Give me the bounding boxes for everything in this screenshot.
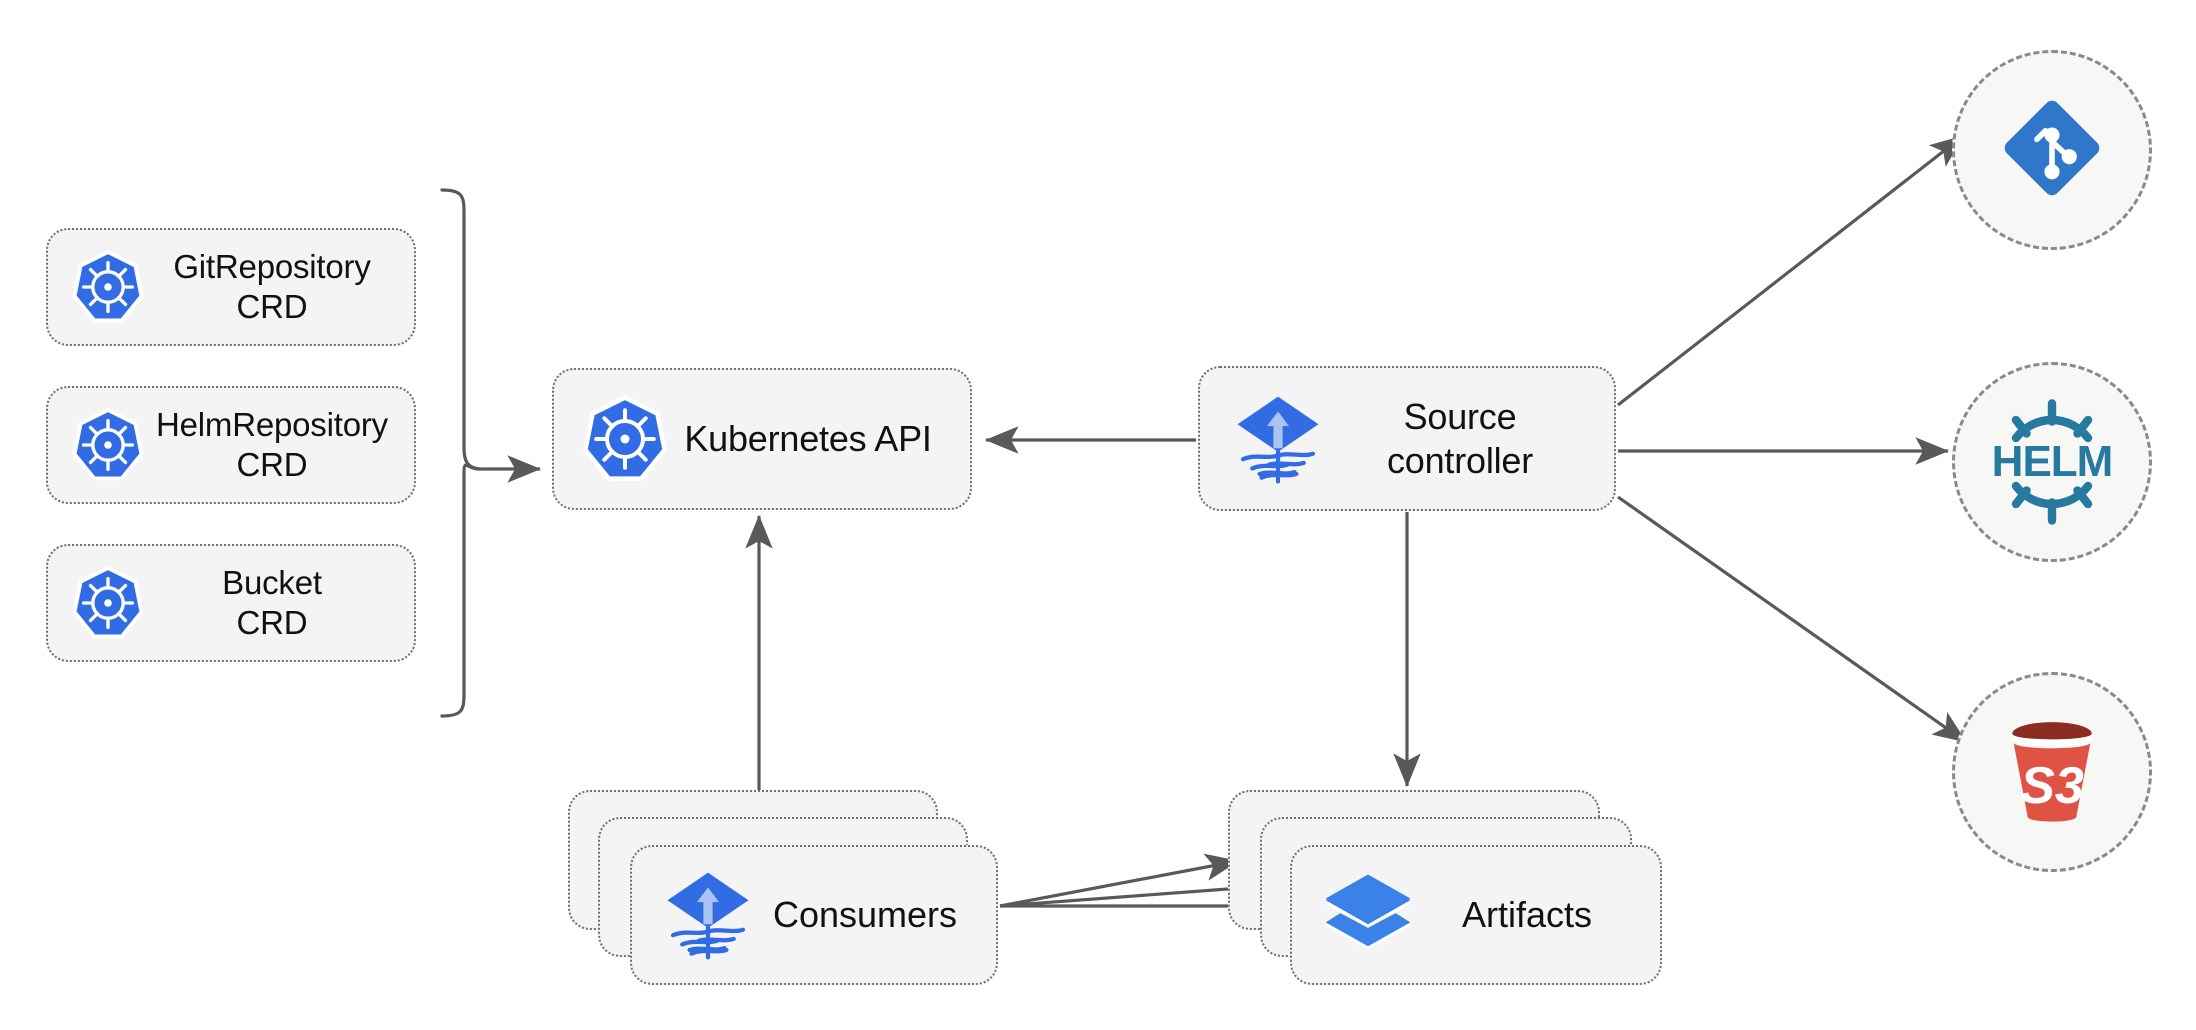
node-label: Source controller	[1386, 395, 1534, 481]
kubernetes-icon	[70, 407, 146, 483]
s3-wordmark: S3	[2020, 757, 2084, 815]
kubernetes-icon	[70, 249, 146, 325]
crd-card-label: GitRepository CRD	[173, 247, 371, 325]
node-source-controller[interactable]: Source controller	[1198, 366, 1616, 511]
crd-card-gitrepository[interactable]: GitRepository CRD	[46, 228, 416, 346]
node-consumers[interactable]: Consumers	[568, 790, 998, 985]
helm-wordmark: HELM	[1991, 437, 2114, 486]
edge-source-to-s3	[1617, 495, 1967, 744]
edge-consumers-to-artifacts-1	[999, 853, 1239, 908]
flux-icon	[662, 869, 754, 961]
crd-card-bucket[interactable]: Bucket CRD	[46, 544, 416, 662]
consumers-stack-sheet-front[interactable]: Consumers	[630, 845, 998, 985]
flux-icon	[1232, 393, 1324, 485]
edge-source-to-git	[1617, 134, 1964, 407]
crd-card-helmrepository[interactable]: HelmRepository CRD	[46, 386, 416, 504]
node-label: Consumers	[772, 894, 958, 935]
node-kubernetes-api[interactable]: Kubernetes API	[552, 368, 972, 510]
crd-group-brace	[440, 188, 482, 718]
layers-icon	[1322, 869, 1414, 961]
node-label: Kubernetes API	[684, 418, 932, 460]
kubernetes-icon	[70, 565, 146, 641]
node-label: Artifacts	[1461, 894, 1593, 935]
kubernetes-icon	[580, 394, 670, 484]
node-artifacts[interactable]: Artifacts	[1228, 790, 1662, 985]
external-source-git[interactable]	[1952, 50, 2152, 250]
git-icon	[1998, 94, 2106, 207]
external-source-helm[interactable]: HELM	[1952, 362, 2152, 562]
external-source-s3[interactable]: S3	[1952, 672, 2152, 872]
artifacts-stack-sheet-front[interactable]: Artifacts	[1290, 845, 1662, 985]
crd-card-label: HelmRepository CRD	[156, 405, 388, 483]
s3-bucket-icon: S3	[1988, 708, 2116, 836]
helm-icon: HELM	[1977, 387, 2127, 537]
crd-card-label: Bucket CRD	[222, 563, 322, 641]
